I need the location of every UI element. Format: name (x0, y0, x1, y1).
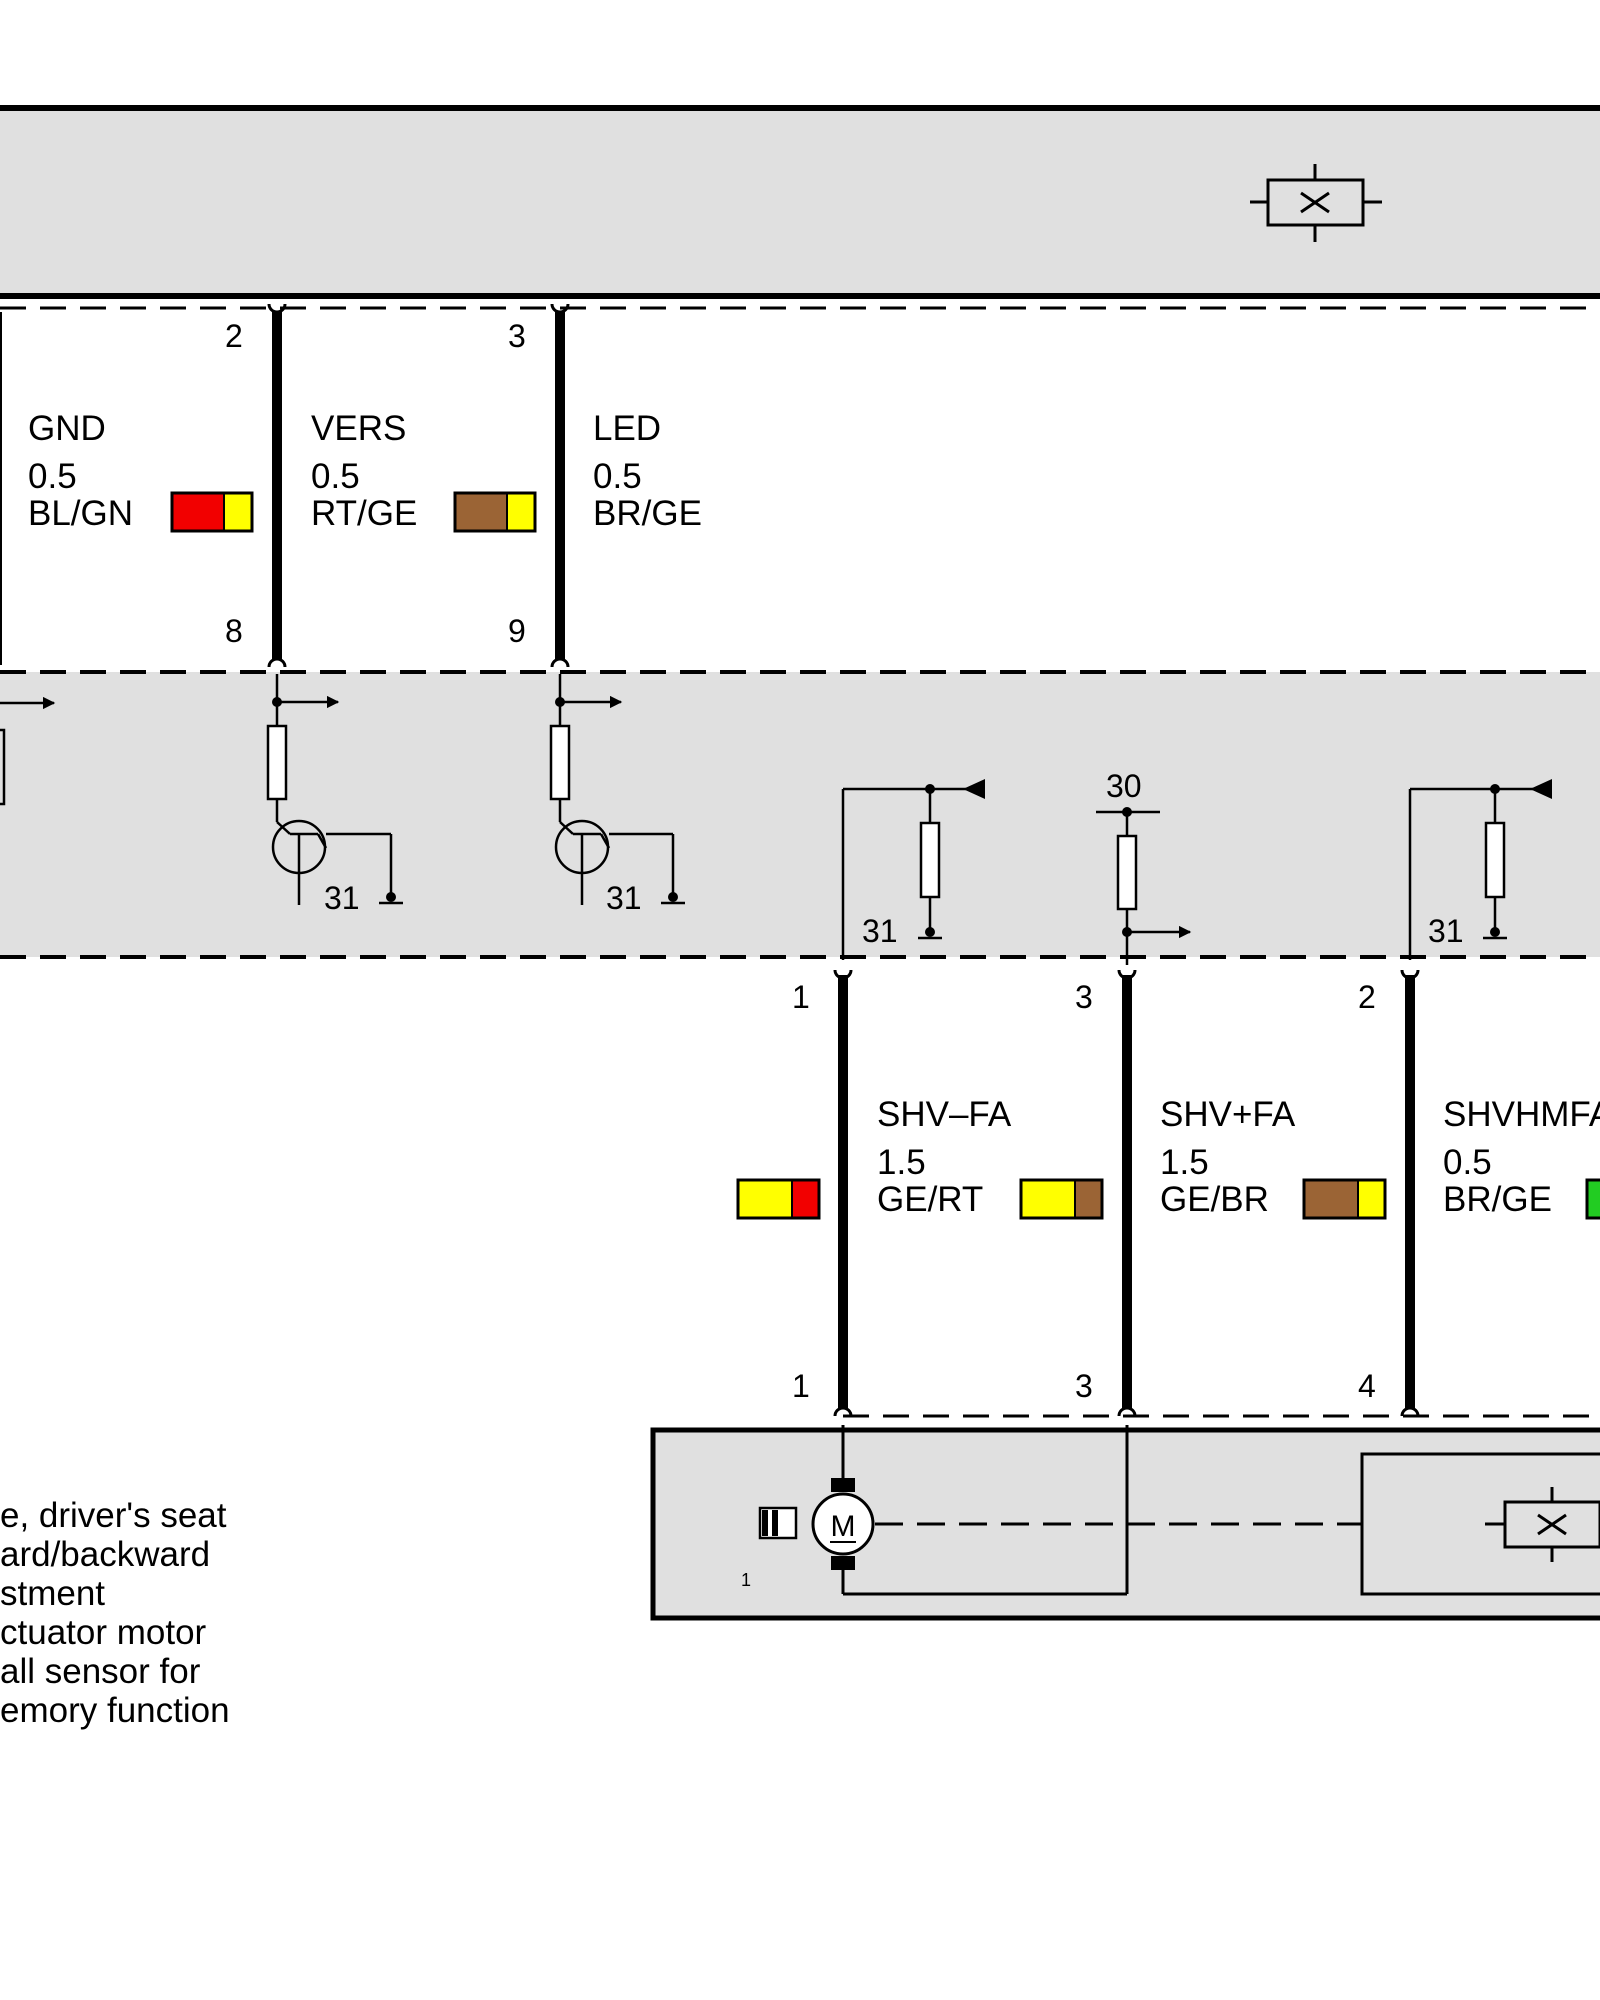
pin-label: 1 (792, 1368, 810, 1404)
ground-label: 31 (1428, 913, 1464, 949)
pin-label: 2 (225, 318, 243, 354)
legend-line: stment (0, 1574, 105, 1613)
hall-sensor-icon (1485, 1487, 1600, 1562)
wire-color-code: BR/GE (1443, 1180, 1552, 1219)
component-x-box-icon (1250, 164, 1382, 242)
motor-icon (811, 1492, 875, 1556)
output-stage-partial (0, 696, 56, 806)
connector-index: 1 (741, 1570, 751, 1590)
supply-stage-resistor (1096, 807, 1192, 965)
wire-signal-name: VERS (311, 409, 406, 448)
legend-line: all sensor for (0, 1652, 201, 1691)
input-stage-resistor (841, 779, 985, 960)
transistor-output-stage (266, 674, 403, 905)
wire-signal-name: GND (28, 409, 106, 448)
wire-cross-section: 0.5 (1443, 1143, 1492, 1182)
connector-icon (758, 1506, 798, 1540)
wire-signal-name: SHV+FA (1160, 1095, 1296, 1134)
wire-cross-section: 0.5 (311, 457, 360, 496)
wire-cross-section: 1.5 (1160, 1143, 1209, 1182)
legend-line: ctuator motor (0, 1613, 207, 1652)
wire-color-swatch (736, 1178, 821, 1220)
legend-line: ard/backward (0, 1535, 210, 1574)
legend-line: e, driver's seat (0, 1496, 227, 1535)
motor-symbol: M (831, 1510, 856, 1543)
pin-label: 3 (1075, 1368, 1093, 1404)
wire-color-code: GE/BR (1160, 1180, 1269, 1219)
wire-signal-name: SHVHMFA (1443, 1095, 1600, 1134)
ground-label: 31 (862, 913, 898, 949)
wire-color-swatch (453, 491, 537, 533)
control-unit-middle-panel (0, 670, 1600, 959)
control-module-top-panel (0, 105, 1600, 299)
wire-color-swatch (1302, 1178, 1387, 1220)
legend-line: emory function (0, 1691, 230, 1730)
wire-color-code: BL/GN (28, 494, 133, 533)
ground-label: 31 (606, 880, 642, 916)
lower-wires (833, 969, 1420, 1417)
wire-color-swatch (170, 491, 254, 533)
wire-cross-section: 1.5 (877, 1143, 926, 1182)
pin-label: 9 (508, 613, 526, 649)
supply-label: 30 (1106, 768, 1142, 804)
seat-motor-component: 1 M (650, 1425, 1600, 1621)
pin-label: 3 (1075, 979, 1093, 1015)
component-legend: e, driver's seat ard/backward stment ctu… (0, 1496, 230, 1730)
pin-label: 2 (1358, 979, 1376, 1015)
wire-cross-section: 0.5 (28, 457, 77, 496)
wire-color-swatch (1019, 1178, 1104, 1220)
wire-color-code: GE/RT (877, 1180, 983, 1219)
wire-signal-name: LED (593, 409, 661, 448)
wire-signal-name: SHV–FA (877, 1095, 1012, 1134)
wire-cross-section: 0.5 (593, 457, 642, 496)
pin-label: 8 (225, 613, 243, 649)
input-stage-resistor (1408, 779, 1552, 960)
wire-color-swatch (1585, 1178, 1600, 1220)
pin-label: 4 (1358, 1368, 1376, 1404)
upper-wires (0, 303, 570, 668)
pin-label: 1 (792, 979, 810, 1015)
ground-label: 31 (324, 880, 360, 916)
wire-color-code: RT/GE (311, 494, 417, 533)
wire-color-code: BR/GE (593, 494, 702, 533)
transistor-output-stage (549, 674, 685, 905)
pin-label: 3 (508, 318, 526, 354)
